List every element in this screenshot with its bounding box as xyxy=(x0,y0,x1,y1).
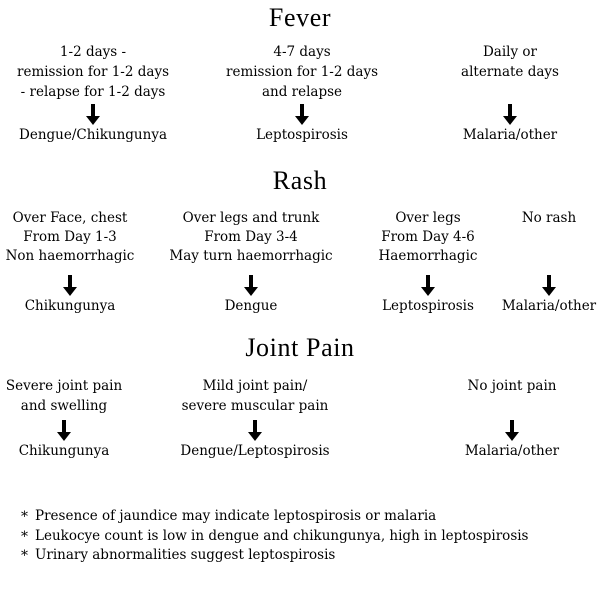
diagnosis-label: Dengue/Leptospirosis xyxy=(180,443,330,459)
rash-column-malaria: No rash Malaria/other xyxy=(499,209,599,316)
down-arrow-icon xyxy=(505,420,519,441)
condition-lines: Over legs From Day 4-6 Haemorrhagic xyxy=(358,209,498,266)
footnote-text: Presence of jaundice may indicate leptos… xyxy=(35,508,437,524)
condition-lines: Severe joint pain and swelling xyxy=(0,376,134,416)
diagnosis-label: Dengue xyxy=(224,298,278,314)
diagnosis-label: Chikungunya xyxy=(18,443,110,459)
footnotes: * Presence of jaundice may indicate lepto… xyxy=(21,507,529,566)
condition-line: No rash xyxy=(521,210,577,226)
joint-column-dengue-leptospirosis: Mild joint pain/ severe muscular pain De… xyxy=(160,376,350,461)
condition-lines: Over Face, chest From Day 1-3 Non haemor… xyxy=(0,209,140,266)
condition-lines: 1-2 days - remission for 1-2 days - rela… xyxy=(3,42,183,102)
diagnosis-label: Leptospirosis xyxy=(382,298,474,314)
condition-line: Daily or xyxy=(482,44,537,60)
diagnosis-label: Malaria/other xyxy=(501,298,597,314)
condition-line: and swelling xyxy=(20,398,108,414)
fever-column-malaria: Daily or alternate days Malaria/other xyxy=(425,42,595,145)
condition-line: From Day 3-4 xyxy=(204,229,298,245)
condition-line: Haemorrhagic xyxy=(378,248,478,264)
condition-line: and relapse xyxy=(261,84,343,100)
asterisk-marker: * xyxy=(21,528,28,545)
condition-line: remission for 1-2 days xyxy=(17,64,169,80)
rash-column-dengue: Over legs and trunk From Day 3-4 May tur… xyxy=(156,209,346,316)
condition-line: severe muscular pain xyxy=(181,398,329,414)
condition-line: From Day 1-3 xyxy=(23,229,117,245)
footnote-text: Urinary abnormalities suggest leptospiro… xyxy=(35,547,336,563)
condition-line: Severe joint pain xyxy=(5,378,123,394)
condition-line: Over legs and trunk xyxy=(182,210,320,226)
fever-column-dengue-chikungunya: 1-2 days - remission for 1-2 days - rela… xyxy=(3,42,183,145)
down-arrow-icon xyxy=(503,104,517,125)
condition-line: Non haemorrhagic xyxy=(5,248,135,264)
condition-line: alternate days xyxy=(461,64,559,80)
section-title-fever: Fever xyxy=(268,3,332,32)
condition-line: From Day 4-6 xyxy=(381,229,475,245)
condition-line: remission for 1-2 days xyxy=(226,64,378,80)
condition-lines: Over legs and trunk From Day 3-4 May tur… xyxy=(156,209,346,266)
condition-line: Over legs xyxy=(395,210,461,226)
condition-lines: Daily or alternate days xyxy=(425,42,595,102)
down-arrow-icon xyxy=(63,275,77,296)
diagnosis-label: Dengue/Chikungunya xyxy=(19,127,167,143)
footnote: * Urinary abnormalities suggest leptospir… xyxy=(21,546,529,566)
fever-column-leptospirosis: 4-7 days remission for 1-2 days and rela… xyxy=(207,42,397,145)
condition-line: - relapse for 1-2 days xyxy=(20,84,166,100)
down-arrow-icon xyxy=(421,275,435,296)
diagnosis-label: Malaria/other xyxy=(464,443,560,459)
section-title-joint-pain: Joint Pain xyxy=(245,333,355,362)
condition-line: Over Face, chest xyxy=(12,210,128,226)
down-arrow-icon xyxy=(295,104,309,125)
condition-lines: No joint pain xyxy=(437,376,587,416)
condition-line: 4-7 days xyxy=(273,44,331,60)
diagnosis-label: Leptospirosis xyxy=(256,127,348,143)
condition-lines: Mild joint pain/ severe muscular pain xyxy=(160,376,350,416)
footnote-text: Leukocye count is low in dengue and chik… xyxy=(35,527,529,544)
asterisk-marker: * xyxy=(21,509,28,525)
condition-line: May turn haemorrhagic xyxy=(169,248,333,264)
condition-lines: No rash xyxy=(499,209,599,266)
joint-column-malaria: No joint pain Malaria/other xyxy=(437,376,587,461)
joint-column-chikungunya: Severe joint pain and swelling Chikungun… xyxy=(0,376,134,461)
condition-line: No joint pain xyxy=(467,378,557,394)
rash-column-chikungunya: Over Face, chest From Day 1-3 Non haemor… xyxy=(0,209,140,316)
asterisk-marker: * xyxy=(21,548,28,564)
footnote: * Presence of jaundice may indicate lepto… xyxy=(21,507,529,527)
section-title-rash: Rash xyxy=(272,166,328,195)
down-arrow-icon xyxy=(57,420,71,441)
diagnosis-label: Malaria/other xyxy=(462,127,558,143)
footnote: * Leukocye count is low in dengue and chi… xyxy=(21,527,529,547)
down-arrow-icon xyxy=(248,420,262,441)
diagnosis-label: Chikungunya xyxy=(24,298,116,314)
rash-column-leptospirosis: Over legs From Day 4-6 Haemorrhagic Lept… xyxy=(358,209,498,316)
condition-lines: 4-7 days remission for 1-2 days and rela… xyxy=(207,42,397,102)
condition-line: 1-2 days - xyxy=(59,44,127,60)
down-arrow-icon xyxy=(244,275,258,296)
condition-line: Mild joint pain/ xyxy=(202,378,308,394)
down-arrow-icon xyxy=(542,275,556,296)
down-arrow-icon xyxy=(86,104,100,125)
